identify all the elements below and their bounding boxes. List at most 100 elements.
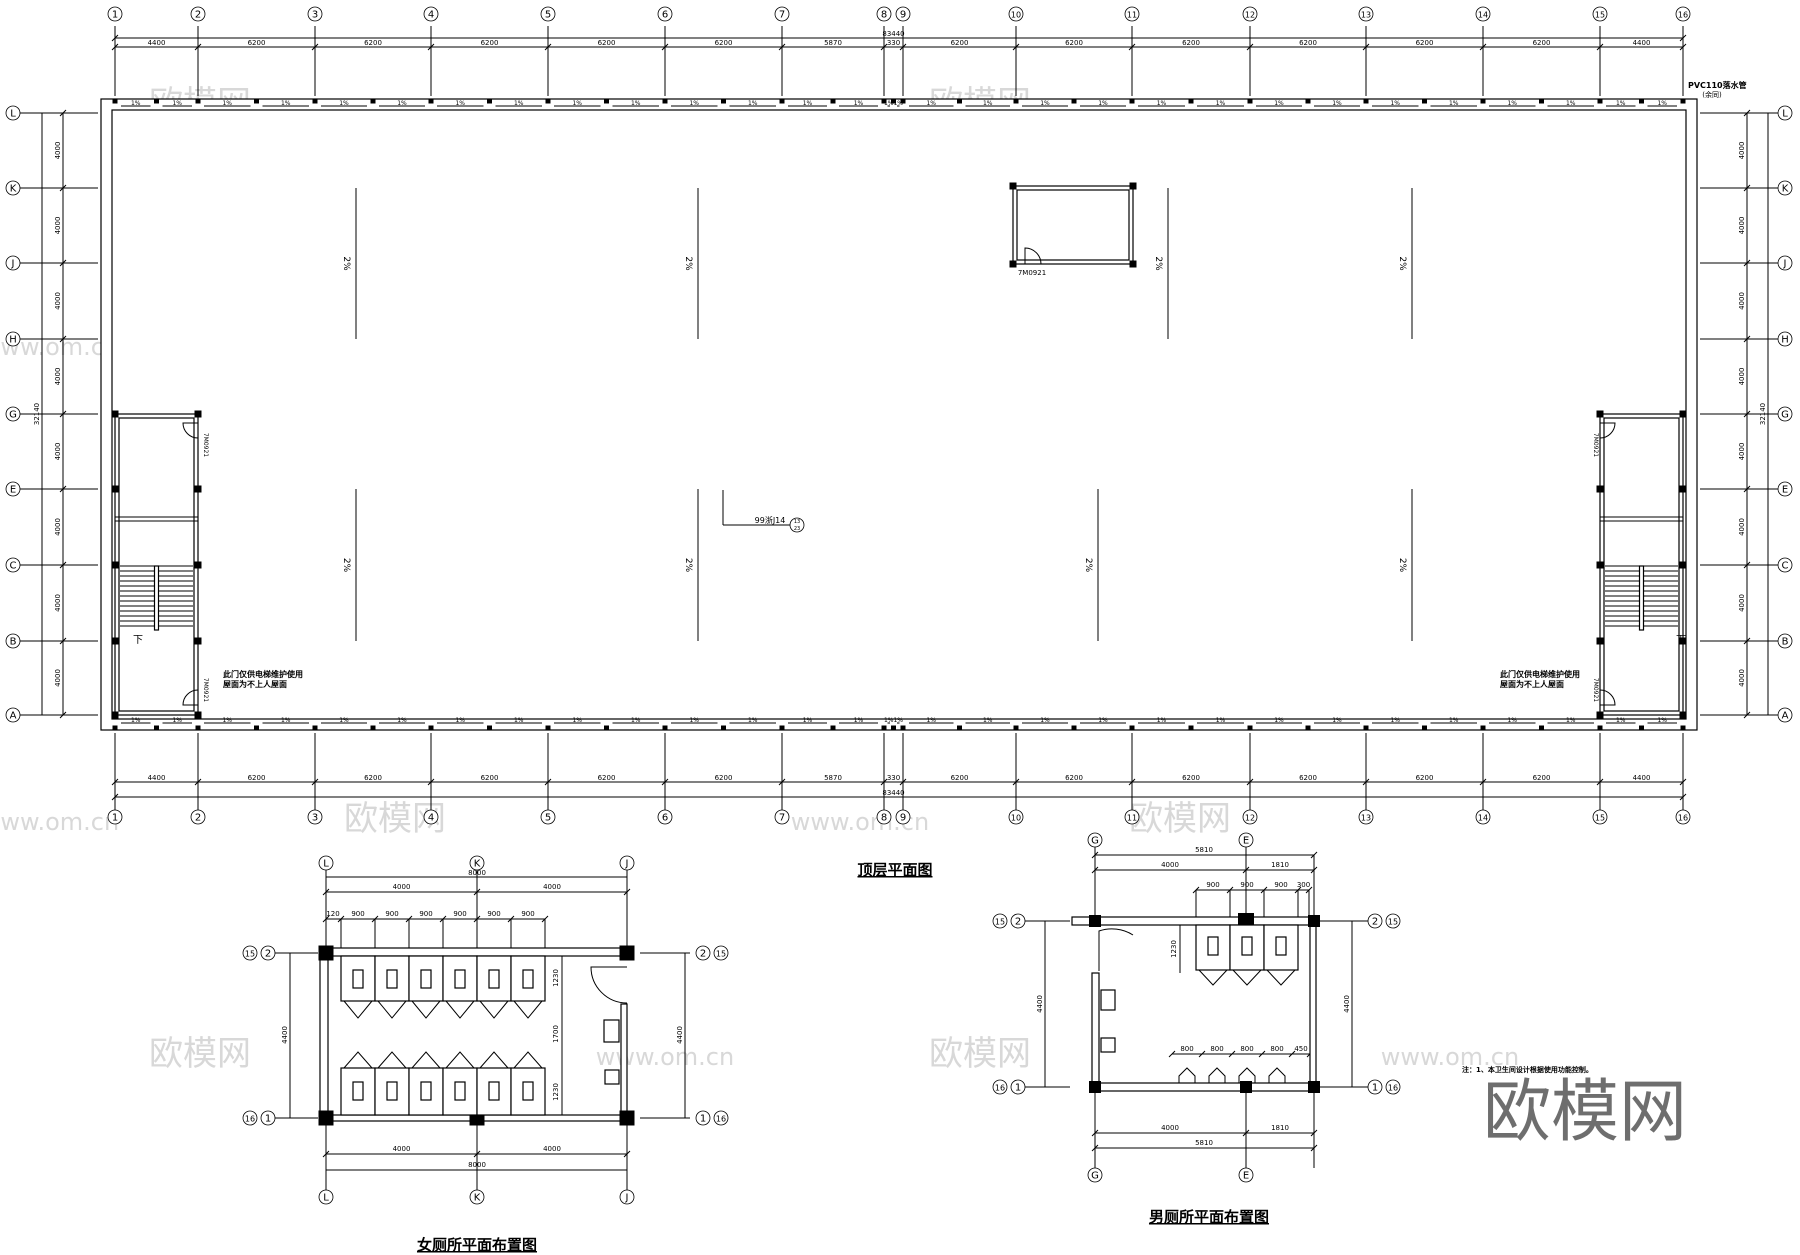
gutter-slope: 1% bbox=[1566, 100, 1576, 107]
axis-label: 2 bbox=[265, 949, 271, 960]
stall-door bbox=[479, 1000, 509, 1019]
dim-tick bbox=[1246, 43, 1254, 51]
dim-tick bbox=[1479, 778, 1487, 786]
dim-segment: 6200 bbox=[951, 39, 969, 47]
column bbox=[112, 725, 118, 731]
watermark-logo: 欧模网 bbox=[149, 1034, 251, 1074]
axis-label: 11 bbox=[1127, 814, 1137, 823]
column bbox=[779, 98, 785, 104]
gutter-slope: 1% bbox=[1449, 717, 1459, 724]
floor-drain bbox=[1100, 1037, 1116, 1053]
dim-segment: 4000 bbox=[54, 292, 62, 310]
axis-bubble bbox=[1008, 809, 1024, 825]
gutter-slope: 1% bbox=[1040, 100, 1050, 107]
dim-segment: 4000 bbox=[1738, 443, 1746, 461]
door-tag: 7M0921 bbox=[1592, 678, 1599, 702]
column bbox=[1240, 1081, 1252, 1093]
stair-core-inner bbox=[118, 417, 195, 712]
dim-segment: 6200 bbox=[1299, 39, 1317, 47]
urinal bbox=[1238, 1067, 1256, 1083]
dim-segment: 6200 bbox=[598, 39, 616, 47]
column bbox=[312, 98, 318, 104]
gutter-slope: 1% bbox=[884, 100, 894, 107]
column bbox=[881, 98, 887, 104]
column bbox=[1188, 725, 1194, 731]
column bbox=[1639, 98, 1644, 104]
column bbox=[1680, 725, 1686, 731]
gutter-slope: 1% bbox=[281, 717, 291, 724]
gutter-slope: 1% bbox=[1616, 717, 1626, 724]
dim-tick bbox=[778, 43, 786, 51]
stall-door bbox=[411, 1000, 441, 1019]
axis-bubble bbox=[1475, 6, 1491, 22]
dim-segment: 900 bbox=[385, 910, 398, 918]
axis-bubble bbox=[1242, 6, 1258, 22]
dim-tick bbox=[59, 485, 67, 493]
dim-tick bbox=[899, 43, 907, 51]
door-swing bbox=[182, 689, 199, 706]
parapet-inner bbox=[111, 109, 1687, 720]
dim-segment: 4000 bbox=[1738, 217, 1746, 235]
column bbox=[1308, 915, 1320, 927]
toilet-fixture bbox=[488, 1081, 500, 1101]
column bbox=[254, 98, 259, 104]
axis-bubble bbox=[1124, 6, 1140, 22]
gutter-slope: 1% bbox=[1216, 717, 1226, 724]
dim-tick bbox=[59, 109, 67, 117]
dim-total: 32140 bbox=[1759, 403, 1767, 425]
dim-segment: 900 bbox=[419, 910, 432, 918]
dim-segment: 6200 bbox=[248, 39, 266, 47]
dim-segment: 330 bbox=[887, 774, 900, 782]
gutter-slope: 1% bbox=[281, 100, 291, 107]
column bbox=[830, 98, 836, 104]
axis-bubble bbox=[695, 945, 711, 961]
axis-bubble bbox=[1010, 913, 1026, 929]
dim-segment: 5870 bbox=[824, 774, 842, 782]
dim-segment: 6200 bbox=[481, 774, 499, 782]
watermark-url: www.om.cn bbox=[596, 1043, 734, 1071]
dim-tick bbox=[1743, 410, 1751, 418]
axis-bubble bbox=[1238, 1167, 1254, 1183]
dim-segment: 6200 bbox=[715, 774, 733, 782]
dim-segment: 6200 bbox=[1416, 39, 1434, 47]
dim-total: 83440 bbox=[882, 789, 904, 797]
column bbox=[487, 98, 492, 104]
gutter-slope: 1% bbox=[572, 717, 582, 724]
axis-label: E bbox=[1782, 485, 1788, 496]
dim-tick bbox=[1743, 711, 1751, 719]
column bbox=[1679, 561, 1687, 569]
column bbox=[1596, 410, 1604, 418]
stall-door bbox=[445, 1000, 475, 1019]
dim-depth: 4400 bbox=[281, 1026, 289, 1044]
axis-label: E bbox=[10, 485, 16, 496]
stall-door bbox=[411, 1051, 441, 1069]
women-toilet-title: 女厕所平面布置图 bbox=[417, 1236, 537, 1254]
dim-segment: 800 bbox=[1210, 1045, 1223, 1053]
axis-bubble bbox=[1008, 6, 1024, 22]
axis-bubble bbox=[307, 6, 323, 22]
roof-slope: 2% bbox=[1153, 256, 1163, 271]
dim-segment: 6200 bbox=[951, 774, 969, 782]
axis-label: 1 bbox=[1015, 1083, 1021, 1094]
column bbox=[1539, 725, 1544, 731]
door-swing bbox=[1098, 928, 1134, 971]
axis-label: 7 bbox=[779, 10, 785, 21]
dim-segment: 900 bbox=[521, 910, 534, 918]
gutter-slope: 1% bbox=[172, 717, 182, 724]
men-toilet-title: 男厕所平面布置图 bbox=[1149, 1208, 1269, 1226]
dim-segment: 6200 bbox=[1182, 774, 1200, 782]
gutter-slope: 1% bbox=[631, 100, 641, 107]
wall-top bbox=[319, 947, 628, 957]
door-swing bbox=[1599, 422, 1616, 439]
column bbox=[1596, 561, 1604, 569]
dim-segment: 5870 bbox=[824, 39, 842, 47]
column bbox=[254, 725, 259, 731]
toilet-fixture bbox=[488, 969, 500, 989]
dim-tick bbox=[661, 43, 669, 51]
axis-label: E bbox=[1243, 836, 1249, 847]
gutter-slope: 1% bbox=[748, 717, 758, 724]
gutter-slope: 1% bbox=[131, 100, 141, 107]
axis-bubble bbox=[876, 6, 892, 22]
top-floor-plan: 1122334455667788991010111112121313141415… bbox=[5, 6, 1793, 825]
